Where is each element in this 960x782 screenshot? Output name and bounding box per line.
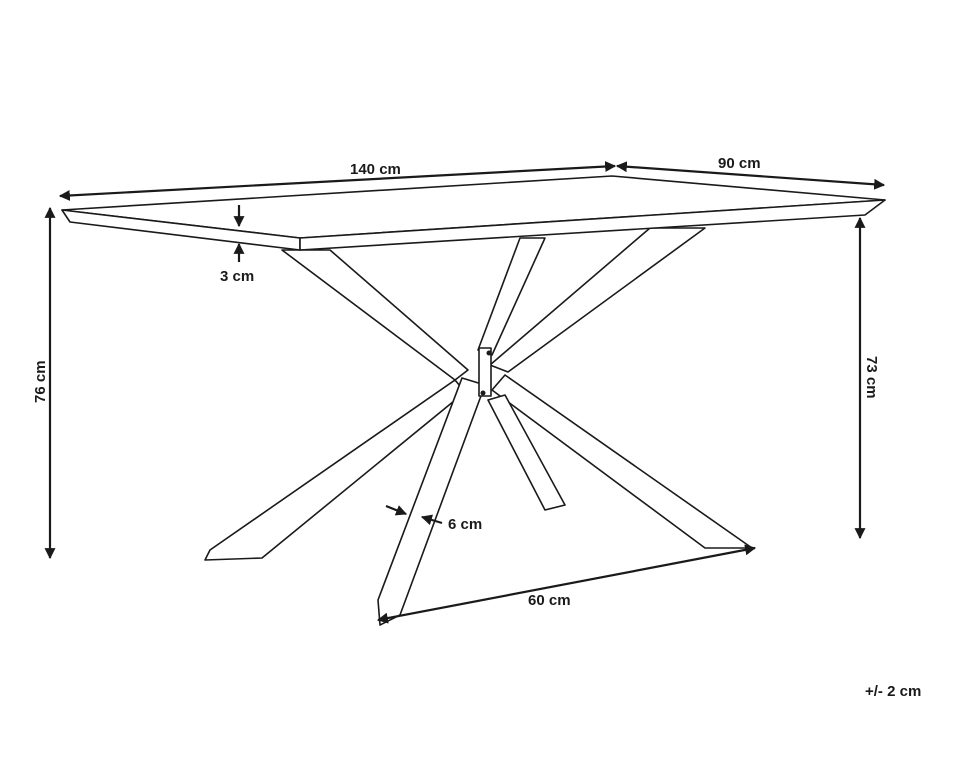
leg-back-left xyxy=(281,249,469,381)
label-leg-span: 60 cm xyxy=(528,592,571,609)
bracket-bolt-bottom xyxy=(480,390,486,396)
label-tolerance: +/- 2 cm xyxy=(865,683,921,700)
leg-center-bracket xyxy=(478,347,492,397)
dim-line-leg-thickness-left xyxy=(385,504,408,516)
label-top-thickness: 3 cm xyxy=(220,268,254,285)
dimension-lines xyxy=(44,161,886,624)
label-leg-thickness: 6 cm xyxy=(448,516,482,533)
dim-line-width xyxy=(615,161,886,190)
leg-right-short xyxy=(487,394,566,511)
dimension-labels: 140 cm 90 cm 3 cm 76 cm 73 cm 6 cm 60 cm… xyxy=(32,155,921,700)
label-width: 90 cm xyxy=(718,155,761,172)
label-total-height: 76 cm xyxy=(32,360,49,403)
label-length: 140 cm xyxy=(350,161,401,178)
table-top-side-edge xyxy=(299,199,886,251)
leg-back-center xyxy=(477,237,546,356)
label-leg-height: 73 cm xyxy=(863,356,880,399)
bracket-bolt-top xyxy=(486,350,492,356)
dim-line-leg-span xyxy=(376,544,757,624)
dim-line-length xyxy=(58,161,617,201)
table-top xyxy=(61,175,886,251)
table-legs xyxy=(204,227,753,626)
dim-line-leg-thickness-right xyxy=(420,514,443,526)
leg-back-right xyxy=(489,227,706,373)
